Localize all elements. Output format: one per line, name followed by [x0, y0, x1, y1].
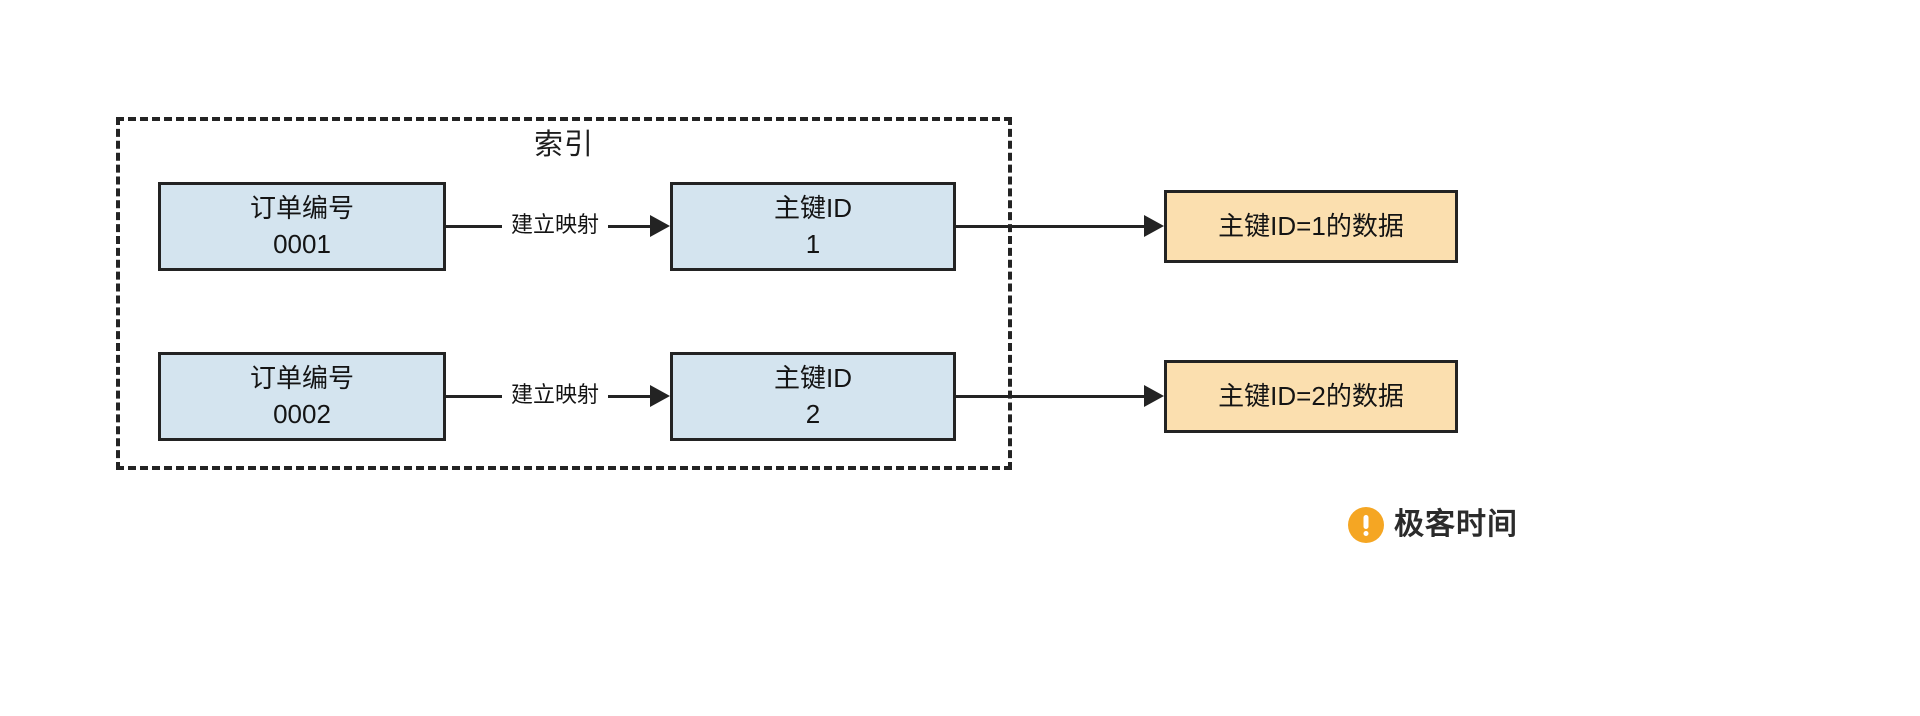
primary-key-value-row-1: 1	[805, 228, 821, 259]
mapping-connector-left-row-2	[446, 395, 502, 398]
index-key-box-row-1[interactable]: 订单编号 0001	[158, 182, 446, 271]
brand-watermark: 极客时间	[1348, 507, 1518, 543]
index-key-box-row-2[interactable]: 订单编号 0002	[158, 352, 446, 441]
geektime-logo-icon	[1348, 507, 1384, 543]
mapping-connector-right-row-1	[608, 225, 660, 228]
brand-name: 极客时间	[1394, 508, 1518, 541]
index-group-region	[116, 117, 1012, 470]
index-group-title: 索引	[533, 129, 594, 161]
primary-key-value-row-2: 2	[805, 398, 821, 429]
data-label-row-2: 主键ID=2的数据	[1218, 380, 1404, 411]
data-label-row-1: 主键ID=1的数据	[1218, 210, 1404, 241]
primary-key-box-row-2[interactable]: 主键ID 2	[670, 352, 956, 441]
data-connector-row-1	[956, 225, 1154, 228]
data-connector-row-2	[956, 395, 1154, 398]
index-key-label-row-2: 订单编号	[249, 363, 354, 394]
mapping-label-row-2: 建立映射	[510, 382, 599, 407]
data-box-row-2[interactable]: 主键ID=2的数据	[1164, 360, 1458, 433]
primary-key-label-row-2: 主键ID	[773, 363, 852, 394]
arrowhead-icon-mapping-row-1	[650, 215, 670, 237]
arrowhead-icon-mapping-row-2	[650, 385, 670, 407]
primary-key-box-row-1[interactable]: 主键ID 1	[670, 182, 956, 271]
index-key-value-row-1: 0001	[273, 228, 331, 259]
index-key-label-row-1: 订单编号	[249, 193, 354, 224]
index-key-value-row-2: 0002	[273, 398, 331, 429]
data-box-row-1[interactable]: 主键ID=1的数据	[1164, 190, 1458, 263]
primary-key-label-row-1: 主键ID	[773, 193, 852, 224]
mapping-connector-right-row-2	[608, 395, 660, 398]
arrowhead-icon-data-row-2	[1144, 385, 1164, 407]
arrowhead-icon-data-row-1	[1144, 215, 1164, 237]
mapping-label-row-1: 建立映射	[510, 212, 599, 237]
mapping-connector-left-row-1	[446, 225, 502, 228]
